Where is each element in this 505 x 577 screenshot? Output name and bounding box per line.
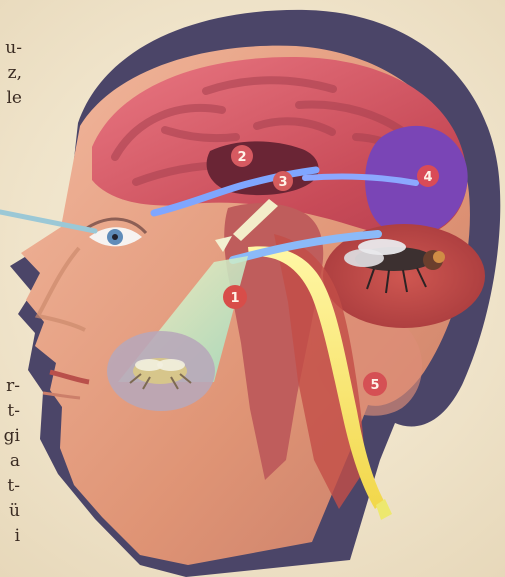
label-3: 3 [278,175,287,190]
label-5: 5 [370,378,379,393]
label-1: 1 [230,291,239,306]
label-marker-5: 5 [363,372,387,396]
brain-cavity [207,141,319,195]
label-4: 4 [423,170,432,185]
label-marker-4: 4 [417,165,439,187]
label-marker-1: 1 [223,285,247,309]
label-marker-2: 2 [231,145,253,167]
label-marker-3: 3 [273,171,293,191]
label-2: 2 [237,150,246,165]
